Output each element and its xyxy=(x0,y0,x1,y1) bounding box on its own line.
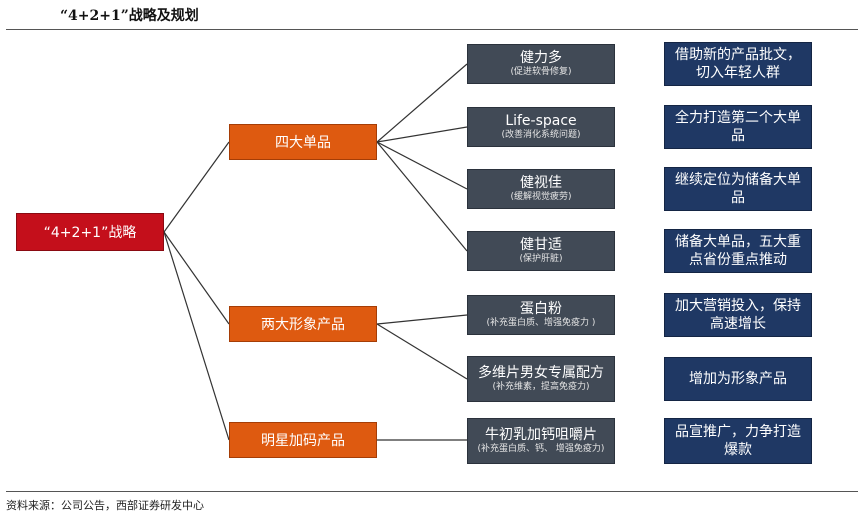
connector-group-1-to-product-4 xyxy=(376,141,468,252)
connector-group-2-to-product-6 xyxy=(376,323,468,380)
connector-root-to-group-2 xyxy=(163,231,230,325)
group-node-label: 两大形象产品 xyxy=(261,317,345,333)
product-name: 多维片男女专属配方 xyxy=(478,365,604,381)
strategy-text: 继续定位为储备大单品 xyxy=(675,172,801,206)
root-node: “4+2+1”战略 xyxy=(16,213,164,251)
root-node-label: “4+2+1”战略 xyxy=(43,225,137,241)
strategy-node-2: 全力打造第二个大单品 xyxy=(664,105,812,149)
product-desc: (改善消化系统问题) xyxy=(501,130,581,140)
connector-root-to-group-1 xyxy=(163,141,230,233)
product-name: Life-space xyxy=(505,113,577,129)
product-name: 健视佳 xyxy=(520,175,562,191)
product-desc: (保护肝脏) xyxy=(519,254,563,264)
product-node-4: 健甘适 (保护肝脏) xyxy=(467,231,615,271)
connector-group-1-to-product-1 xyxy=(376,63,468,143)
product-name: 牛初乳加钙咀嚼片 xyxy=(485,427,597,443)
product-name: 健甘适 xyxy=(520,237,562,253)
connector-root-to-group-3 xyxy=(163,231,230,441)
bottom-divider xyxy=(6,491,858,492)
strategy-text: 借助新的产品批文，切入年轻人群 xyxy=(675,47,801,81)
group-node-two-image-products: 两大形象产品 xyxy=(229,306,377,342)
product-desc: (补充蛋白质、增强免疫力 ) xyxy=(486,318,596,328)
source-note: 资料来源：公司公告，西部证券研发中心 xyxy=(6,499,204,512)
strategy-node-3: 继续定位为储备大单品 xyxy=(664,167,812,211)
product-node-7: 牛初乳加钙咀嚼片 (补充蛋白质、钙、 增强免疫力) xyxy=(467,418,615,464)
strategy-text: 全力打造第二个大单品 xyxy=(675,110,801,144)
group-node-four-products: 四大单品 xyxy=(229,124,377,160)
connector-group-1-to-product-3 xyxy=(376,141,468,190)
strategy-node-4: 储备大单品，五大重点省份重点推动 xyxy=(664,229,812,273)
product-desc: (补充蛋白质、钙、 增强免疫力) xyxy=(477,444,605,454)
product-name: 健力多 xyxy=(520,50,562,66)
page-title: “4+2+1”战略及规划 xyxy=(60,8,199,24)
strategy-node-6: 增加为形象产品 xyxy=(664,357,812,401)
product-node-1: 健力多 (促进软骨修复) xyxy=(467,44,615,84)
top-divider xyxy=(6,29,858,30)
product-node-6: 多维片男女专属配方 (补充维素，提高免疫力) xyxy=(467,356,615,402)
group-node-label: 明星加码产品 xyxy=(261,433,345,449)
group-node-label: 四大单品 xyxy=(275,135,331,151)
product-desc: (促进软骨修复) xyxy=(510,67,572,77)
product-node-5: 蛋白粉 (补充蛋白质、增强免疫力 ) xyxy=(467,295,615,335)
product-desc: (补充维素，提高免疫力) xyxy=(492,382,590,392)
strategy-text: 增加为形象产品 xyxy=(689,371,787,387)
strategy-node-5: 加大营销投入，保持高速增长 xyxy=(664,293,812,337)
product-node-3: 健视佳 (缓解视觉疲劳) xyxy=(467,169,615,209)
product-name: 蛋白粉 xyxy=(520,301,562,317)
connector-group-2-to-product-5 xyxy=(376,314,468,325)
group-node-star-products: 明星加码产品 xyxy=(229,422,377,458)
strategy-text: 加大营销投入，保持高速增长 xyxy=(675,298,801,332)
product-desc: (缓解视觉疲劳) xyxy=(510,192,572,202)
strategy-text: 储备大单品，五大重点省份重点推动 xyxy=(675,234,801,268)
strategy-node-7: 品宣推广，力争打造爆款 xyxy=(664,418,812,464)
strategy-text: 品宣推广，力争打造爆款 xyxy=(675,424,801,458)
connector-group-1-to-product-2 xyxy=(376,126,468,143)
product-node-2: Life-space (改善消化系统问题) xyxy=(467,107,615,147)
strategy-node-1: 借助新的产品批文，切入年轻人群 xyxy=(664,42,812,86)
